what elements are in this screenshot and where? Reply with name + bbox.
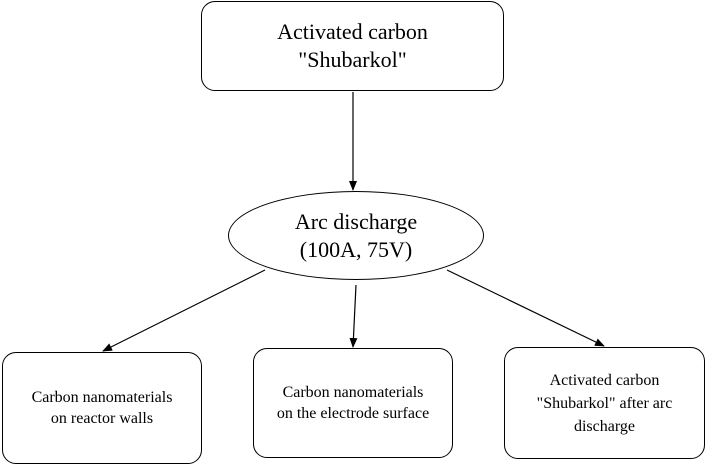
output-middle-label: Carbon nanomaterials on the electrode su… xyxy=(276,384,430,422)
output-left-label: Carbon nanomaterials on reactor walls xyxy=(31,389,173,427)
arrow-process-to-right xyxy=(446,269,605,347)
output-node-middle: Carbon nanomaterials on the electrode su… xyxy=(253,348,453,458)
arrow-process-to-middle xyxy=(349,284,358,348)
source-node: Activated carbon "Shubarkol" xyxy=(201,1,504,91)
output-node-right: Activated carbon "Shubarkol" after arc d… xyxy=(504,347,705,459)
source-node-label: Activated carbon "Shubarkol" xyxy=(277,19,428,72)
arrow-process-to-left xyxy=(102,269,266,352)
process-node: Arc discharge (100A, 75V) xyxy=(228,191,484,280)
process-node-label: Arc discharge (100A, 75V) xyxy=(294,208,418,262)
output-right-label: Activated carbon "Shubarkol" after arc d… xyxy=(536,371,673,435)
output-node-left: Carbon nanomaterials on reactor walls xyxy=(2,352,202,464)
